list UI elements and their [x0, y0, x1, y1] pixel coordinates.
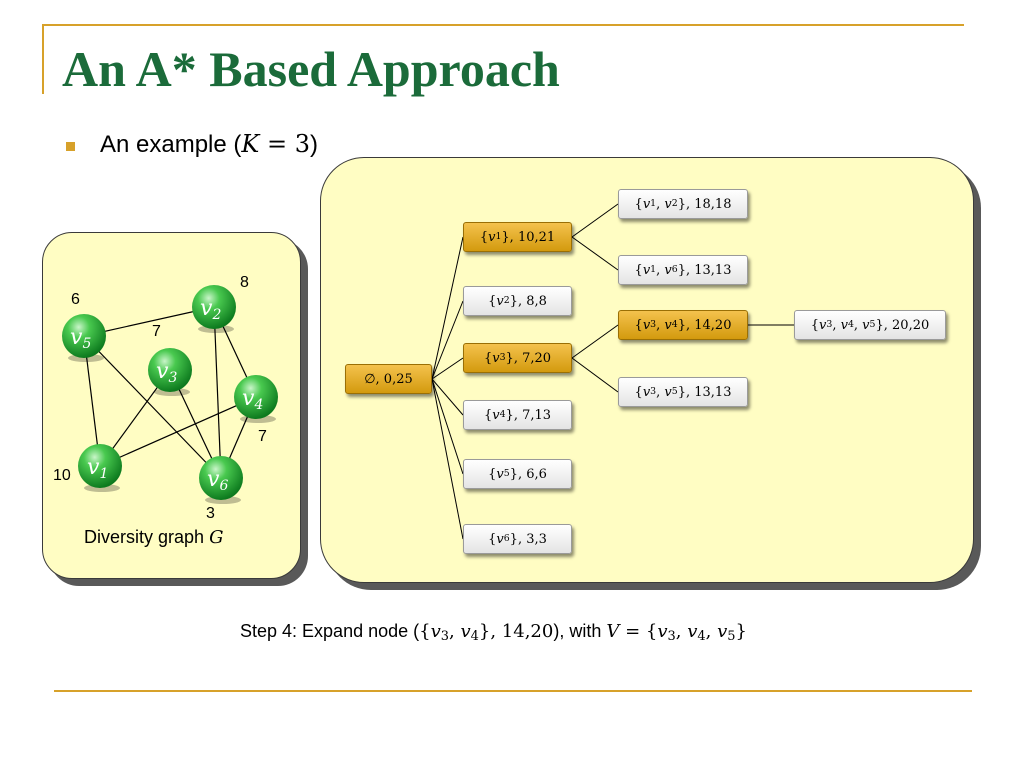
vertex-v5-label: v5 [70, 325, 91, 352]
vertex-v2-ball [192, 285, 236, 329]
tree-edge-root-v3 [431, 357, 464, 380]
weight-v3: 7 [152, 323, 161, 340]
tree-node-v4-vals: 7,13 [522, 407, 552, 423]
graph-caption-text: Diversity graph [84, 527, 205, 547]
vertex-v2-label: v2 [200, 296, 221, 323]
step-var: V [606, 621, 620, 642]
tree-edge-v1-v1v2 [571, 203, 619, 238]
tree-node-root-label: ∅, 0,25 [364, 371, 413, 387]
vertex-v4-ball [234, 375, 278, 419]
tree-edge-root-v5 [431, 378, 464, 475]
bullet-close: ) [309, 131, 318, 158]
vertex-v6-ball [199, 456, 243, 500]
tree-node-v3v4-vals: 14,20 [694, 317, 732, 333]
bullet-text-label: An example ( [100, 131, 242, 158]
edge-v4-v1 [99, 396, 257, 467]
graph-caption-var: G [209, 527, 224, 548]
tree-edge-root-v6 [431, 378, 464, 540]
weight-v4: 7 [258, 428, 267, 445]
tree-edge-root-v1 [431, 236, 464, 380]
bullet-marker [66, 142, 75, 151]
tree-node-v6-vals: 3,3 [526, 531, 547, 547]
tree-node-v1v6-vals: 13,13 [694, 262, 732, 278]
slide-title: An A* Based Approach [62, 41, 560, 97]
tree-node-v3v4v5-vals: 20,20 [892, 317, 930, 333]
tree-edge-v3-v3v4 [571, 324, 619, 359]
vertex-v6-label: v6 [207, 467, 228, 494]
vertex-v3-label: v3 [156, 359, 177, 386]
tree-node-v2-vals: 8,8 [526, 293, 547, 309]
tree-node-v1[interactable]: {vv11}, 10,21 [463, 222, 572, 252]
tree-node-v3v5-vals: 13,13 [694, 384, 732, 400]
edge-v5-v6 [83, 335, 222, 479]
weight-v1: 10 [53, 467, 71, 484]
weight-v2: 8 [240, 274, 249, 291]
step-set-math: V = {v3, v4, v5} [606, 621, 747, 645]
tree-edge-root-v2 [431, 300, 464, 380]
tree-node-v5-vals: 6,6 [526, 466, 547, 482]
step-description: Step 4: Expand node ({v3, v4}, 14,20), w… [240, 621, 747, 645]
tree-edge-v3-v3v5 [571, 357, 619, 393]
vertex-v3-ball [148, 348, 192, 392]
vertex-labels: v1 v2 v3 v4 v5 v6 [70, 296, 263, 494]
vertex-v1-ball [78, 444, 122, 488]
title-accent-line-horizontal [42, 24, 964, 26]
bullet-math-rest: = 3 [259, 130, 310, 158]
tree-node-v3-vals: 7,20 [522, 350, 552, 366]
step-node-vals: 14,20 [501, 621, 554, 642]
bullet-math: K = 3 [241, 130, 310, 158]
tree-edge-v1-v1v6 [571, 236, 619, 271]
tree-node-root[interactable]: ∅, 0,25 [345, 364, 432, 394]
title-accent-line-vertical [42, 24, 44, 94]
bullet-math-var: K [241, 130, 260, 158]
graph-vertices [62, 285, 278, 504]
step-node-math: {v3, v4}, 14,20 [419, 621, 554, 645]
step-prefix: Step 4: Expand node ( [240, 621, 420, 641]
tree-node-v1-vals: 10,21 [517, 229, 556, 245]
vertex-v4-label: v4 [242, 386, 263, 413]
edge-v5-v2 [83, 306, 215, 337]
graph-caption: Diversity graph G [84, 527, 223, 548]
weight-v6: 3 [206, 505, 215, 522]
bullet-example: An example (K = 3) [100, 130, 318, 159]
vertex-v1-label: v1 [87, 455, 108, 482]
edge-v2-v6 [213, 306, 222, 479]
weight-v5: 6 [71, 291, 80, 308]
vertex-v5-ball [62, 314, 106, 358]
tree-node-v1v2-vals: 18,18 [694, 196, 732, 212]
step-middle: ), with [553, 621, 607, 641]
footer-accent-line [54, 690, 972, 692]
tree-edge-root-v4 [431, 378, 464, 416]
